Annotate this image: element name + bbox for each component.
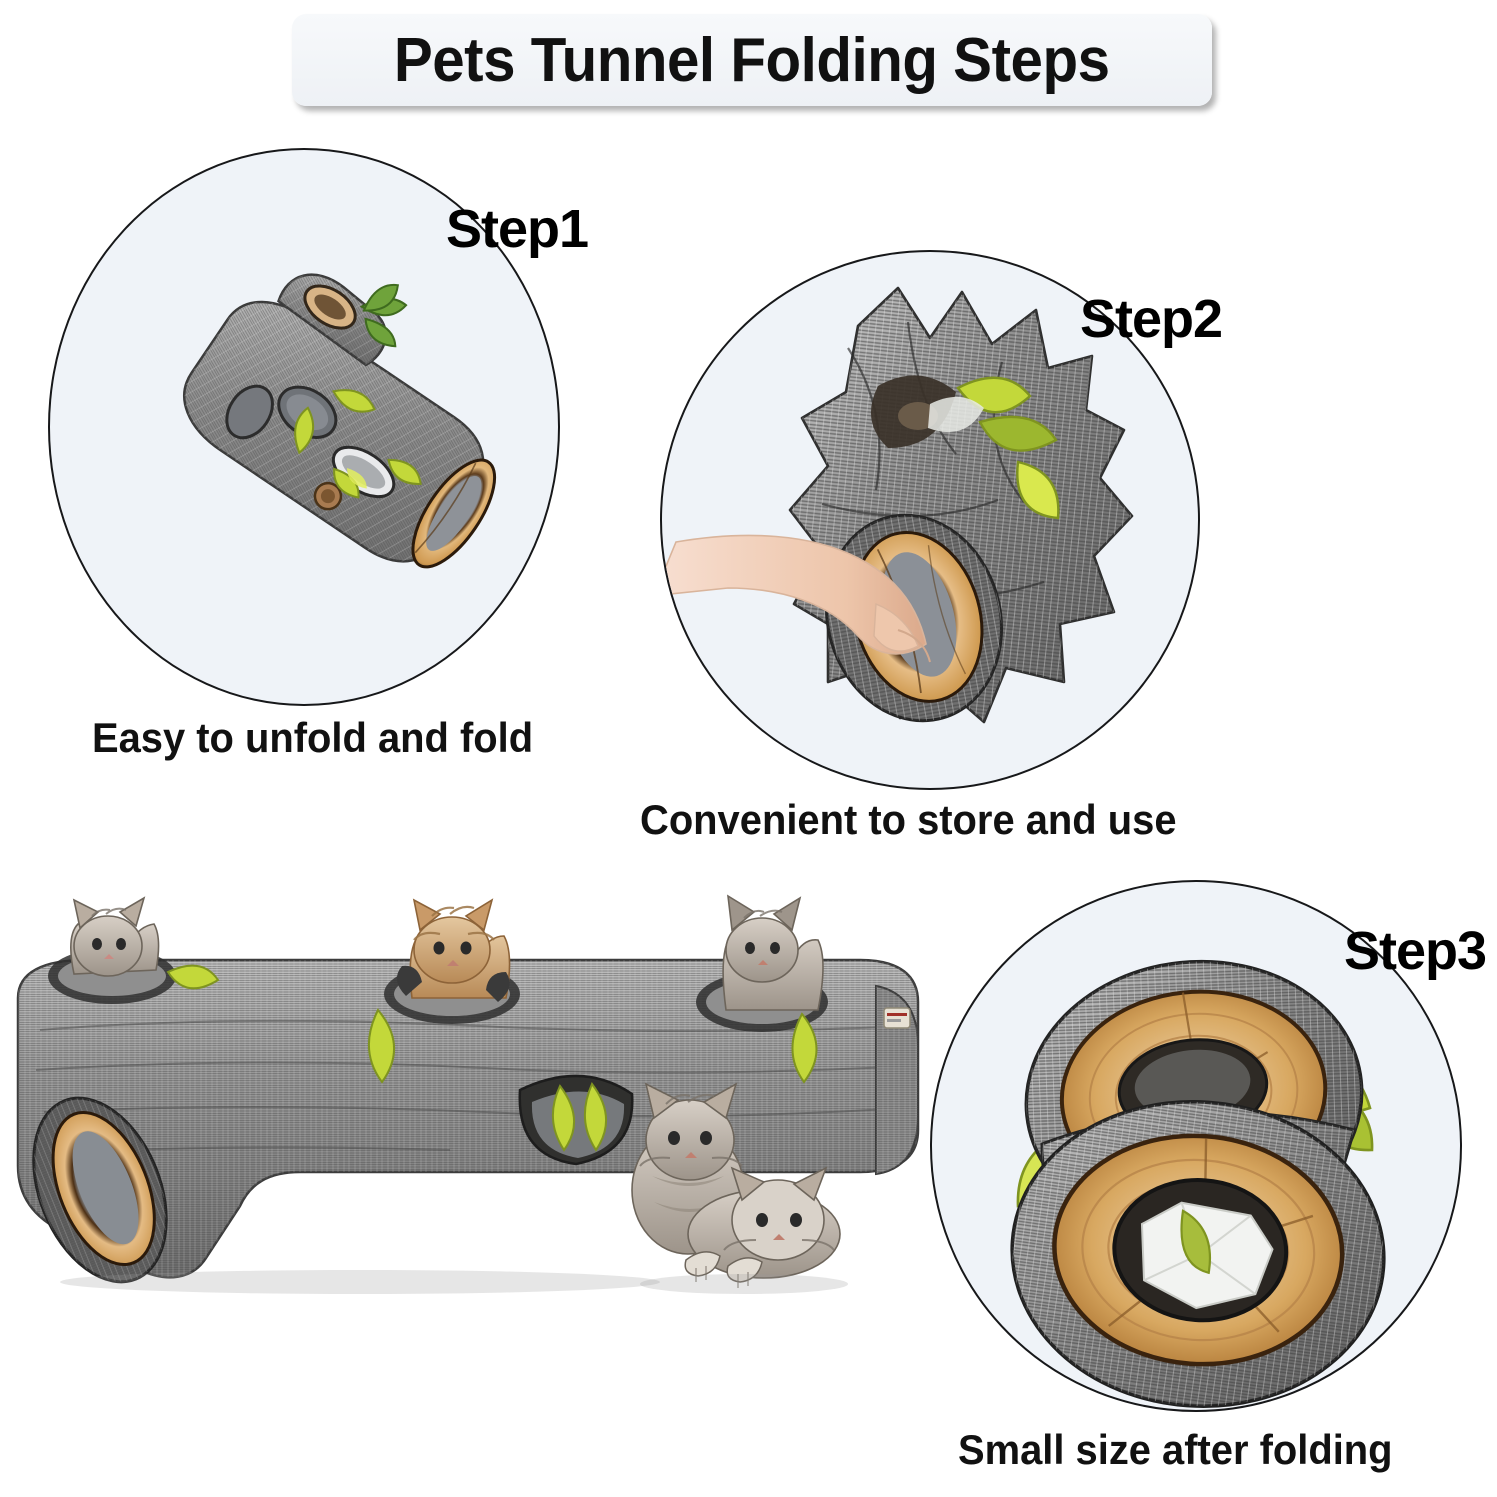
step3-product-illustration <box>1010 959 1386 1408</box>
step1-caption: Easy to unfold and fold <box>92 714 534 761</box>
step1-circle-panel <box>48 148 560 706</box>
step2-image-clip <box>662 252 1198 788</box>
step3-circle-panel <box>930 880 1462 1412</box>
cat-right <box>722 894 824 1011</box>
step1-product-illustration <box>183 273 497 569</box>
hero-product-photo <box>0 890 940 1310</box>
step2-caption: Convenient to store and use <box>640 796 1177 843</box>
step2-label: Step2 <box>1080 289 1223 349</box>
step3-label: Step3 <box>1344 921 1487 981</box>
cat-middle <box>396 898 511 1002</box>
step2-circle-panel <box>660 250 1200 790</box>
step1-image-clip <box>50 150 558 704</box>
hero-illustration <box>16 894 920 1294</box>
step2-product-illustration <box>662 286 1134 724</box>
step3-caption: Small size after folding <box>958 1426 1393 1473</box>
page-title: Pets Tunnel Folding Steps <box>394 25 1110 95</box>
title-banner: Pets Tunnel Folding Steps <box>292 14 1212 106</box>
cat-left <box>70 896 160 977</box>
kittens-front <box>631 1082 841 1288</box>
step3-image-clip <box>932 882 1460 1410</box>
step1-label: Step1 <box>446 199 589 259</box>
